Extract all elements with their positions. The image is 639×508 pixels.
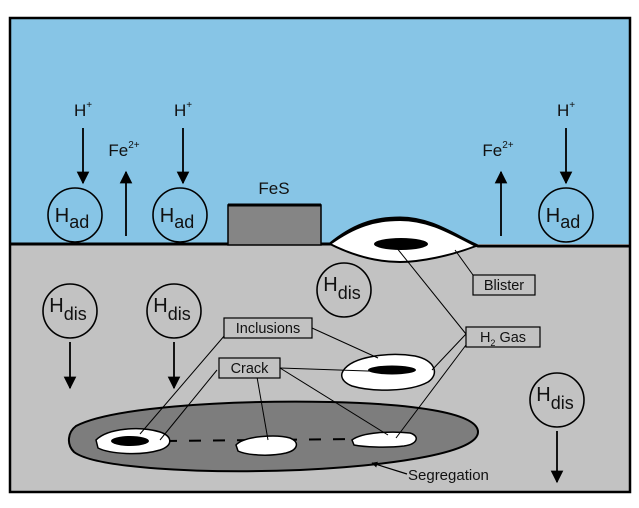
segregation-label: Segregation [408, 467, 489, 484]
h-dis-circle [42, 283, 98, 339]
h-plus-3: H+ [557, 100, 575, 120]
h2-gas-label-box [465, 326, 541, 348]
h-ad-label: Had [160, 205, 194, 232]
h-plus-text: H+ [557, 100, 575, 120]
h-ad-circle [152, 187, 208, 243]
fes-label: FeS [258, 179, 289, 198]
h-dis-label: Hdis [153, 295, 190, 324]
h-ad-circle [538, 187, 594, 243]
crack-label-box [218, 357, 281, 379]
fes-scale-block [227, 204, 322, 246]
fe2-label: Fe2+ [108, 140, 139, 160]
h-ad-circle [47, 187, 103, 243]
h-plus-1: H+ [74, 100, 92, 120]
h-ad-label: Had [55, 205, 89, 232]
h-dis-circle [146, 283, 202, 339]
fe2-label: Fe2+ [482, 140, 513, 160]
h2-gas-label: H2 Gas [480, 330, 526, 348]
h-plus-text: H+ [74, 100, 92, 120]
inclusion-gas-pocket [368, 365, 416, 375]
h-dis-circle [529, 372, 585, 428]
blister-label-box [472, 274, 536, 296]
h-plus-2: H+ [174, 100, 192, 120]
leader-lines [139, 246, 474, 441]
inclusions-label: Inclusions [236, 321, 300, 337]
h-ad-label: Had [546, 205, 580, 232]
blister-gas-pocket [374, 238, 428, 250]
inclusions-label-box [223, 317, 313, 339]
crack-void [235, 435, 298, 456]
h-dis-label: Hdis [323, 274, 360, 303]
h-dis-circle [316, 262, 372, 318]
segregation-pointer [371, 461, 408, 475]
crack-label: Crack [231, 361, 270, 377]
blister-label: Blister [484, 278, 524, 294]
crack-void [351, 431, 417, 448]
frame-border [8, 16, 632, 494]
h-dis-label: Hdis [536, 384, 573, 413]
h-dis-label: Hdis [49, 295, 86, 324]
crack-gas-pocket [111, 436, 149, 446]
h-plus-text: H+ [174, 100, 192, 120]
